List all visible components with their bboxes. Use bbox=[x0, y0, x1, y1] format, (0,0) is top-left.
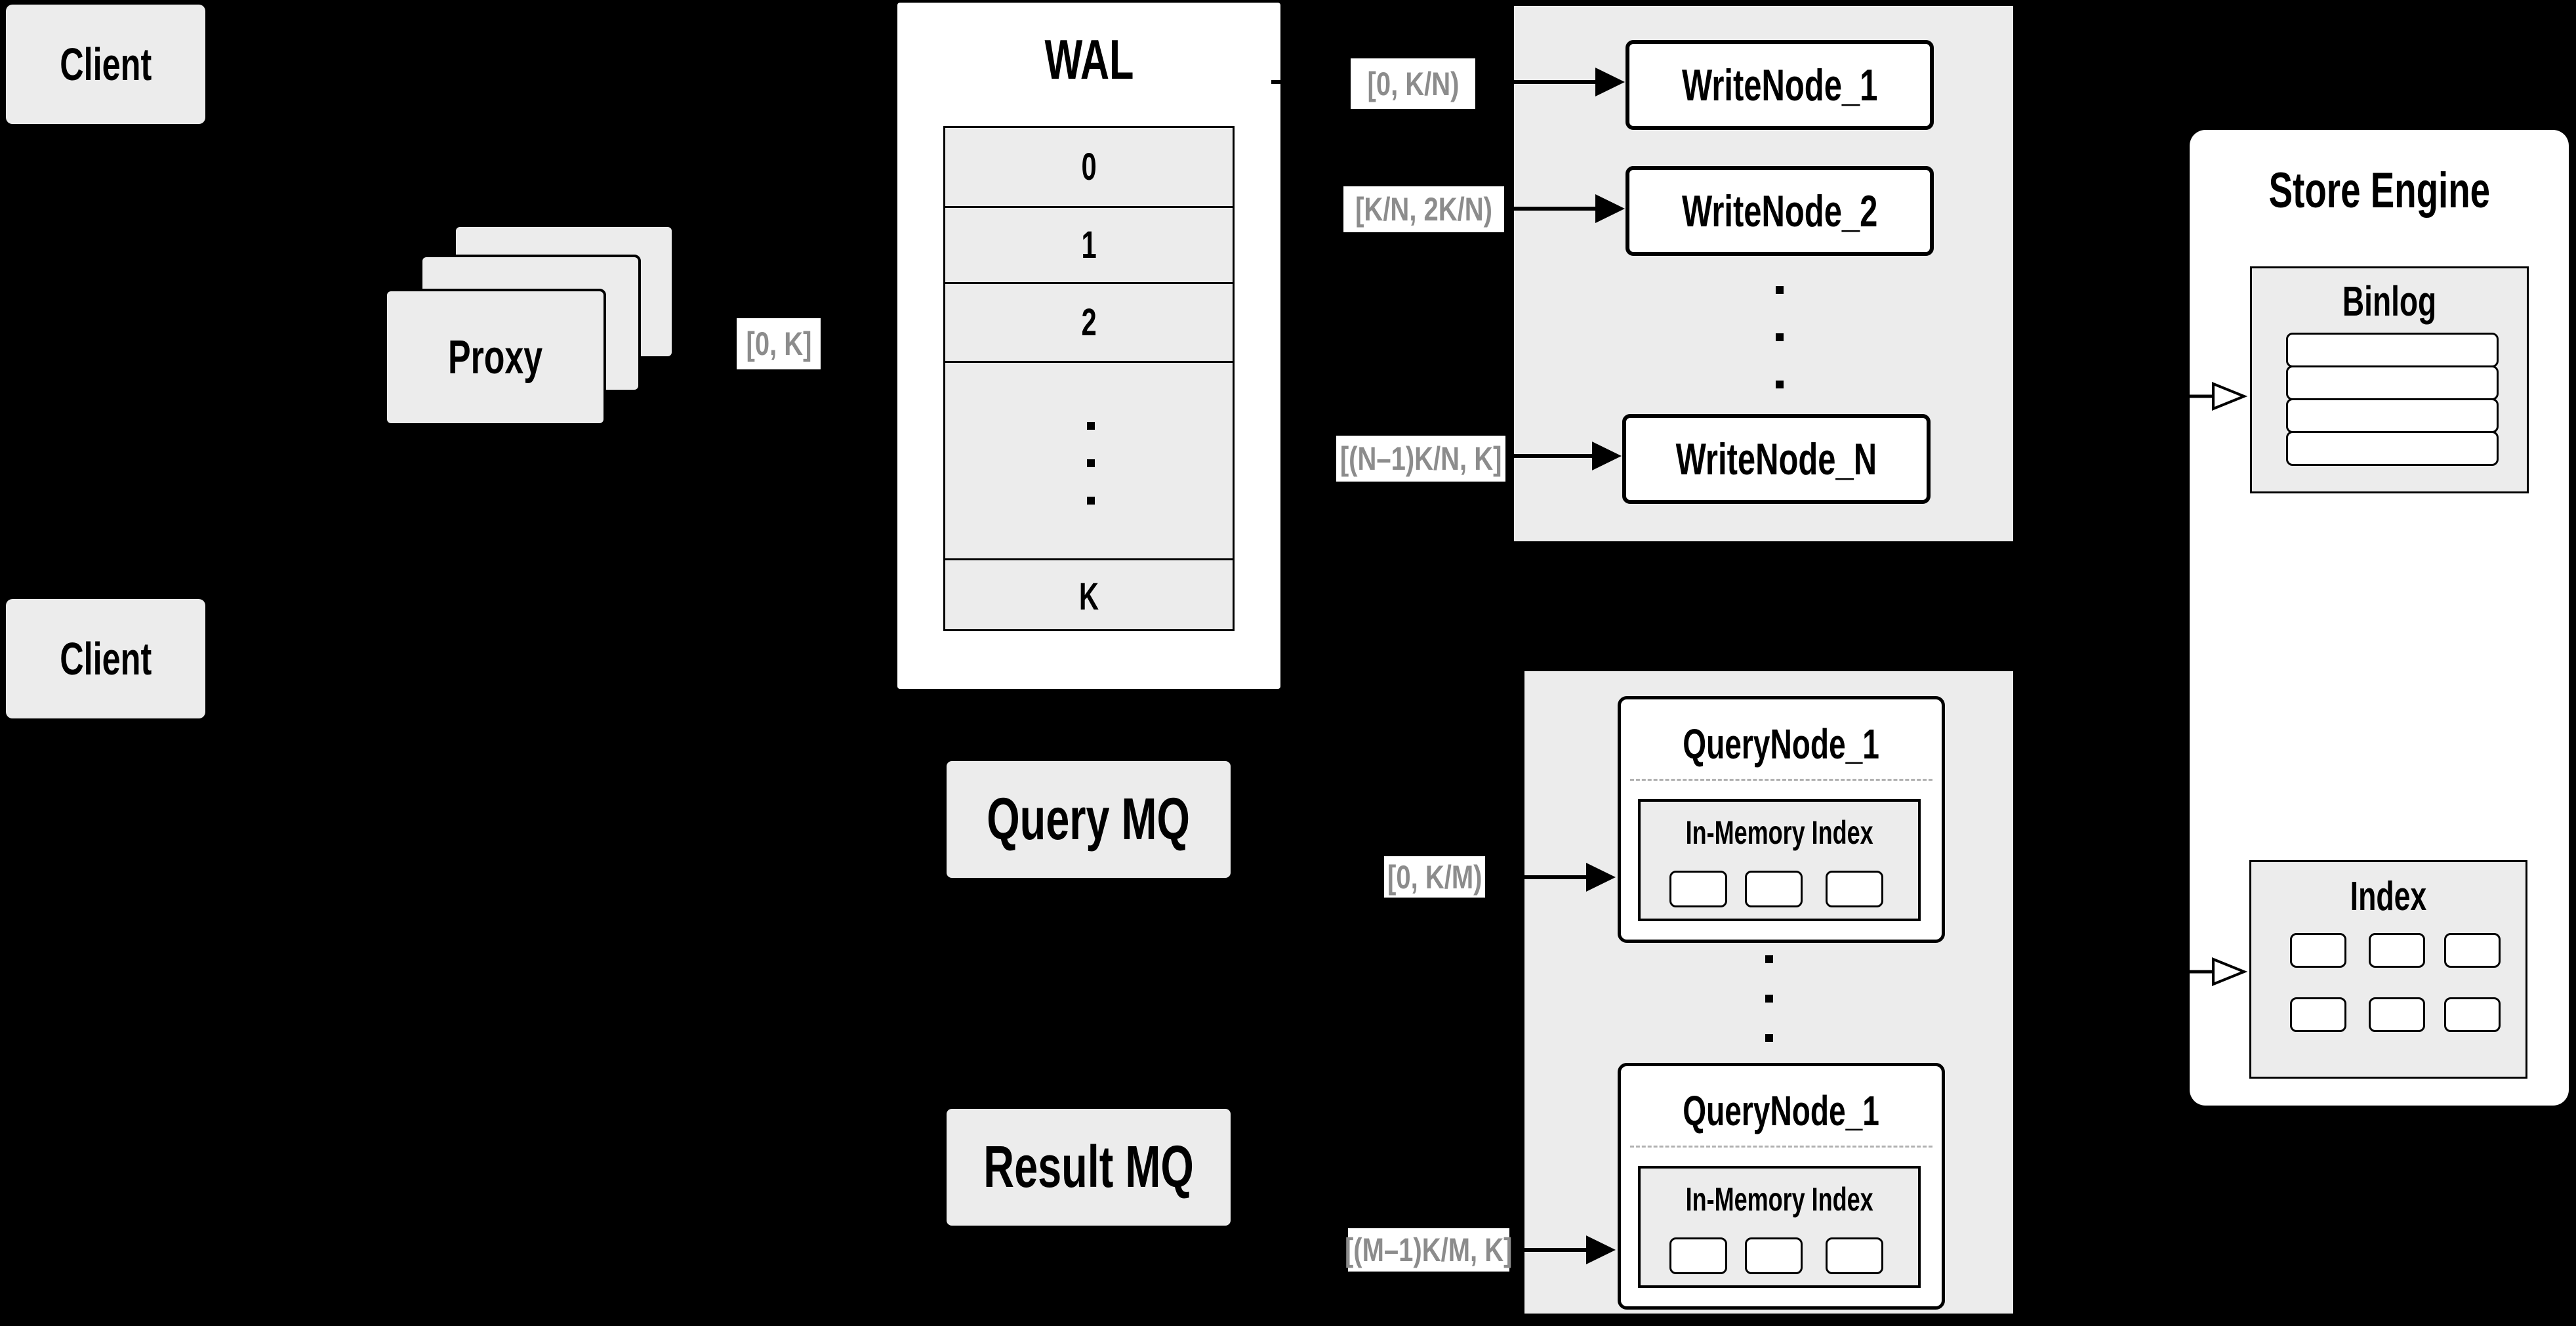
result-mq-node: Result MQ bbox=[947, 1109, 1231, 1226]
index-cell bbox=[2290, 997, 2346, 1032]
binlog-row bbox=[2286, 398, 2499, 433]
proxy-node: Proxy bbox=[384, 289, 606, 426]
client-node-top: Client bbox=[6, 5, 205, 124]
binlog-title: Binlog bbox=[2342, 278, 2437, 325]
query-node-2: QueryNode_1 In-Memory Index bbox=[1618, 1063, 1945, 1310]
index-cell bbox=[2290, 933, 2346, 968]
wal-row-divider bbox=[945, 206, 1233, 208]
ellipsis-dot bbox=[1776, 381, 1784, 388]
client-node-bottom: Client bbox=[6, 599, 205, 718]
wal-row-k: K bbox=[1078, 575, 1099, 618]
wal-node: WAL 0 1 2 K bbox=[897, 3, 1280, 689]
ellipsis-dot bbox=[1776, 286, 1784, 294]
wal-row-0: 0 bbox=[1081, 146, 1097, 188]
wal-row-1: 1 bbox=[1081, 224, 1097, 266]
binlog-row bbox=[2286, 365, 2499, 400]
ellipsis-dot bbox=[1765, 1034, 1773, 1042]
wal-table: 0 1 2 K bbox=[943, 126, 1235, 631]
wal-row-divider bbox=[945, 361, 1233, 363]
query-node-1: QueryNode_1 In-Memory Index bbox=[1618, 696, 1945, 943]
ellipsis-dot bbox=[1765, 995, 1773, 1003]
client-top-label: Client bbox=[59, 39, 152, 90]
store-engine-title: Store Engine bbox=[2268, 162, 2490, 218]
index-box: Index bbox=[2249, 860, 2527, 1079]
edge-label-querymq-querynode-1: [0, K/M) bbox=[1384, 856, 1485, 898]
binlog-row bbox=[2286, 333, 2499, 367]
ellipsis-dot bbox=[1087, 422, 1095, 430]
ellipsis-dot bbox=[1776, 333, 1784, 341]
index-segment-cell bbox=[1826, 871, 1883, 907]
client-bottom-label: Client bbox=[59, 633, 152, 684]
index-segment-cell bbox=[1669, 1237, 1727, 1274]
proxy-label: Proxy bbox=[447, 331, 543, 384]
dashed-divider bbox=[1630, 1146, 1932, 1148]
index-title: Index bbox=[2350, 873, 2427, 919]
in-memory-index-2-title: In-Memory Index bbox=[1685, 1181, 1873, 1218]
write-node-2: WriteNode_2 bbox=[1625, 166, 1934, 256]
edge-label-wal-writenode-1: [0, K/N) bbox=[1351, 58, 1475, 109]
ellipsis-dot bbox=[1765, 955, 1773, 963]
index-cell bbox=[2369, 997, 2425, 1032]
binlog-row bbox=[2286, 431, 2499, 466]
index-segment-cell bbox=[1669, 871, 1727, 907]
wal-row-divider bbox=[945, 282, 1233, 284]
wal-row-2: 2 bbox=[1081, 301, 1097, 344]
in-memory-index-1: In-Memory Index bbox=[1638, 799, 1921, 921]
wal-row-divider bbox=[945, 558, 1233, 560]
write-node-1: WriteNode_1 bbox=[1625, 40, 1934, 130]
write-node-group: WriteNode_1 WriteNode_2 WriteNode_N bbox=[1512, 4, 2015, 543]
query-node-group: QueryNode_1 In-Memory Index QueryNode_1 bbox=[1523, 669, 2015, 1316]
query-mq-node: Query MQ bbox=[947, 761, 1231, 878]
store-engine-node: Store Engine Binlog Index bbox=[2190, 130, 2569, 1106]
wal-row-ellipsis bbox=[945, 363, 1233, 558]
edge-label-wal-writenode-2: [K/N, 2K/N) bbox=[1343, 186, 1504, 232]
binlog-box: Binlog bbox=[2250, 266, 2529, 493]
query-node-1-title: QueryNode_1 bbox=[1683, 720, 1880, 768]
ellipsis-dot bbox=[1087, 459, 1095, 467]
index-segment-cell bbox=[1745, 1237, 1803, 1274]
index-cell bbox=[2444, 997, 2501, 1032]
edge-label-querymq-querynode-m: [(M–1)K/M, K] bbox=[1345, 1228, 1513, 1272]
query-node-2-title: QueryNode_1 bbox=[1683, 1087, 1880, 1134]
dashed-divider bbox=[1630, 779, 1932, 781]
edge-label-wal-writenode-n: [(N–1)K/N, K] bbox=[1336, 436, 1505, 482]
index-cell bbox=[2369, 933, 2425, 968]
in-memory-index-2: In-Memory Index bbox=[1638, 1166, 1921, 1288]
binlog-rows bbox=[2286, 333, 2499, 466]
index-segment-cell bbox=[1826, 1237, 1883, 1274]
wal-title: WAL bbox=[1044, 29, 1134, 91]
in-memory-index-1-title: In-Memory Index bbox=[1685, 814, 1873, 851]
index-cell bbox=[2444, 933, 2501, 968]
write-node-n: WriteNode_N bbox=[1622, 414, 1931, 504]
edge-label-proxy-wal: [0, K] bbox=[737, 318, 821, 369]
index-segment-cell bbox=[1745, 871, 1803, 907]
ellipsis-dot bbox=[1087, 497, 1095, 505]
